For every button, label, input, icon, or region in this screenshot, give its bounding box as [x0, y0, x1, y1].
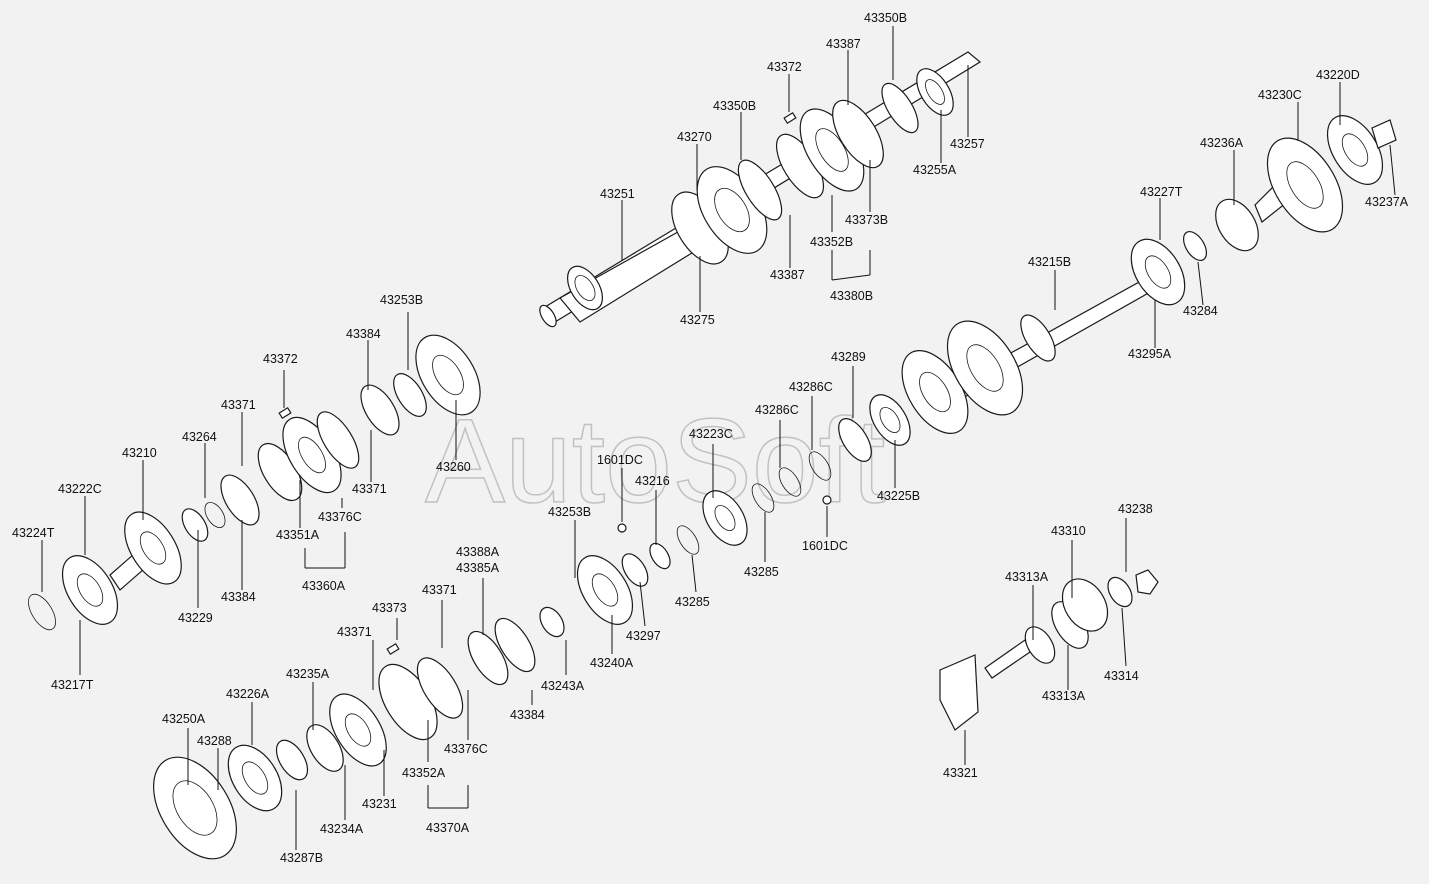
middle-shaft-parts [617, 394, 911, 555]
label-43224T: 43224T [12, 526, 55, 540]
label-43222C: 43222C [58, 482, 102, 496]
leader-lines [41, 26, 1396, 850]
label-43376C-2: 43376C [444, 742, 488, 756]
label-43236A: 43236A [1200, 136, 1244, 150]
label-43289: 43289 [831, 350, 866, 364]
part-number-labels: 43350B 43387 43372 43350B 43270 43257 43… [12, 11, 1409, 865]
label-43287B: 43287B [280, 851, 323, 865]
label-43295A: 43295A [1128, 347, 1172, 361]
label-43234A: 43234A [320, 822, 364, 836]
label-43251: 43251 [600, 187, 635, 201]
left-lower-shaft-assembly [153, 542, 671, 860]
label-43350B-2: 43350B [713, 99, 756, 113]
label-43384-3: 43384 [510, 708, 545, 722]
label-43253B-2: 43253B [548, 505, 591, 519]
label-43385A: 43385A [456, 561, 500, 575]
label-43285: 43285 [744, 565, 779, 579]
label-43237A: 43237A [1365, 195, 1409, 209]
label-43229: 43229 [178, 611, 213, 625]
label-43384-2: 43384 [221, 590, 256, 604]
label-43370A: 43370A [426, 821, 470, 835]
label-43314: 43314 [1104, 669, 1139, 683]
label-43373B: 43373B [845, 213, 888, 227]
label-43388A: 43388A [456, 545, 500, 559]
label-43372-2: 43372 [263, 352, 298, 366]
label-43253B: 43253B [380, 293, 423, 307]
label-43371-2: 43371 [352, 482, 387, 496]
label-43376C: 43376C [318, 510, 362, 524]
input-shaft-assembly [538, 51, 982, 328]
label-43372: 43372 [767, 60, 802, 74]
label-43270: 43270 [677, 130, 712, 144]
label-43243A: 43243A [541, 679, 585, 693]
label-43275: 43275 [680, 313, 715, 327]
left-upper-shaft-assembly [28, 334, 481, 631]
label-43215B: 43215B [1028, 255, 1071, 269]
label-43371: 43371 [221, 398, 256, 412]
label-43255A: 43255A [913, 163, 957, 177]
label-43371-3: 43371 [422, 583, 457, 597]
label-43350B: 43350B [864, 11, 907, 25]
label-43313A-2: 43313A [1042, 689, 1086, 703]
label-43210: 43210 [122, 446, 157, 460]
label-43285-2: 43285 [675, 595, 710, 609]
label-43230C: 43230C [1258, 88, 1302, 102]
label-43227T: 43227T [1140, 185, 1183, 199]
label-43226A: 43226A [226, 687, 270, 701]
label-43260: 43260 [436, 460, 471, 474]
label-43220D: 43220D [1316, 68, 1360, 82]
label-43371-4: 43371 [337, 625, 372, 639]
label-43216: 43216 [635, 474, 670, 488]
label-43380B: 43380B [830, 289, 873, 303]
label-43286C: 43286C [789, 380, 833, 394]
label-1601DC: 1601DC [597, 453, 643, 467]
label-43321: 43321 [943, 766, 978, 780]
label-43352A: 43352A [402, 766, 446, 780]
label-43217T: 43217T [51, 678, 94, 692]
label-43238: 43238 [1118, 502, 1153, 516]
label-43284: 43284 [1183, 304, 1218, 318]
label-43225B: 43225B [877, 489, 920, 503]
label-43313A: 43313A [1005, 570, 1049, 584]
label-1601DC-2: 1601DC [802, 539, 848, 553]
label-43310: 43310 [1051, 524, 1086, 538]
label-43235A: 43235A [286, 667, 330, 681]
label-43240A: 43240A [590, 656, 634, 670]
label-43288: 43288 [197, 734, 232, 748]
label-43352B: 43352B [810, 235, 853, 249]
label-43257: 43257 [950, 137, 985, 151]
label-43231: 43231 [362, 797, 397, 811]
label-43264: 43264 [182, 430, 217, 444]
label-43387-2: 43387 [770, 268, 805, 282]
label-43297: 43297 [626, 629, 661, 643]
label-43351A: 43351A [276, 528, 320, 542]
label-43384: 43384 [346, 327, 381, 341]
label-43387: 43387 [826, 37, 861, 51]
watermark-text: AutoSoft [425, 394, 885, 528]
speedometer-gear-assembly [939, 569, 1159, 731]
label-43360A: 43360A [302, 579, 346, 593]
label-43250A: 43250A [162, 712, 206, 726]
output-shaft-assembly [901, 115, 1397, 434]
label-43286C-2: 43286C [755, 403, 799, 417]
label-43373: 43373 [372, 601, 407, 615]
label-43223C: 43223C [689, 427, 733, 441]
